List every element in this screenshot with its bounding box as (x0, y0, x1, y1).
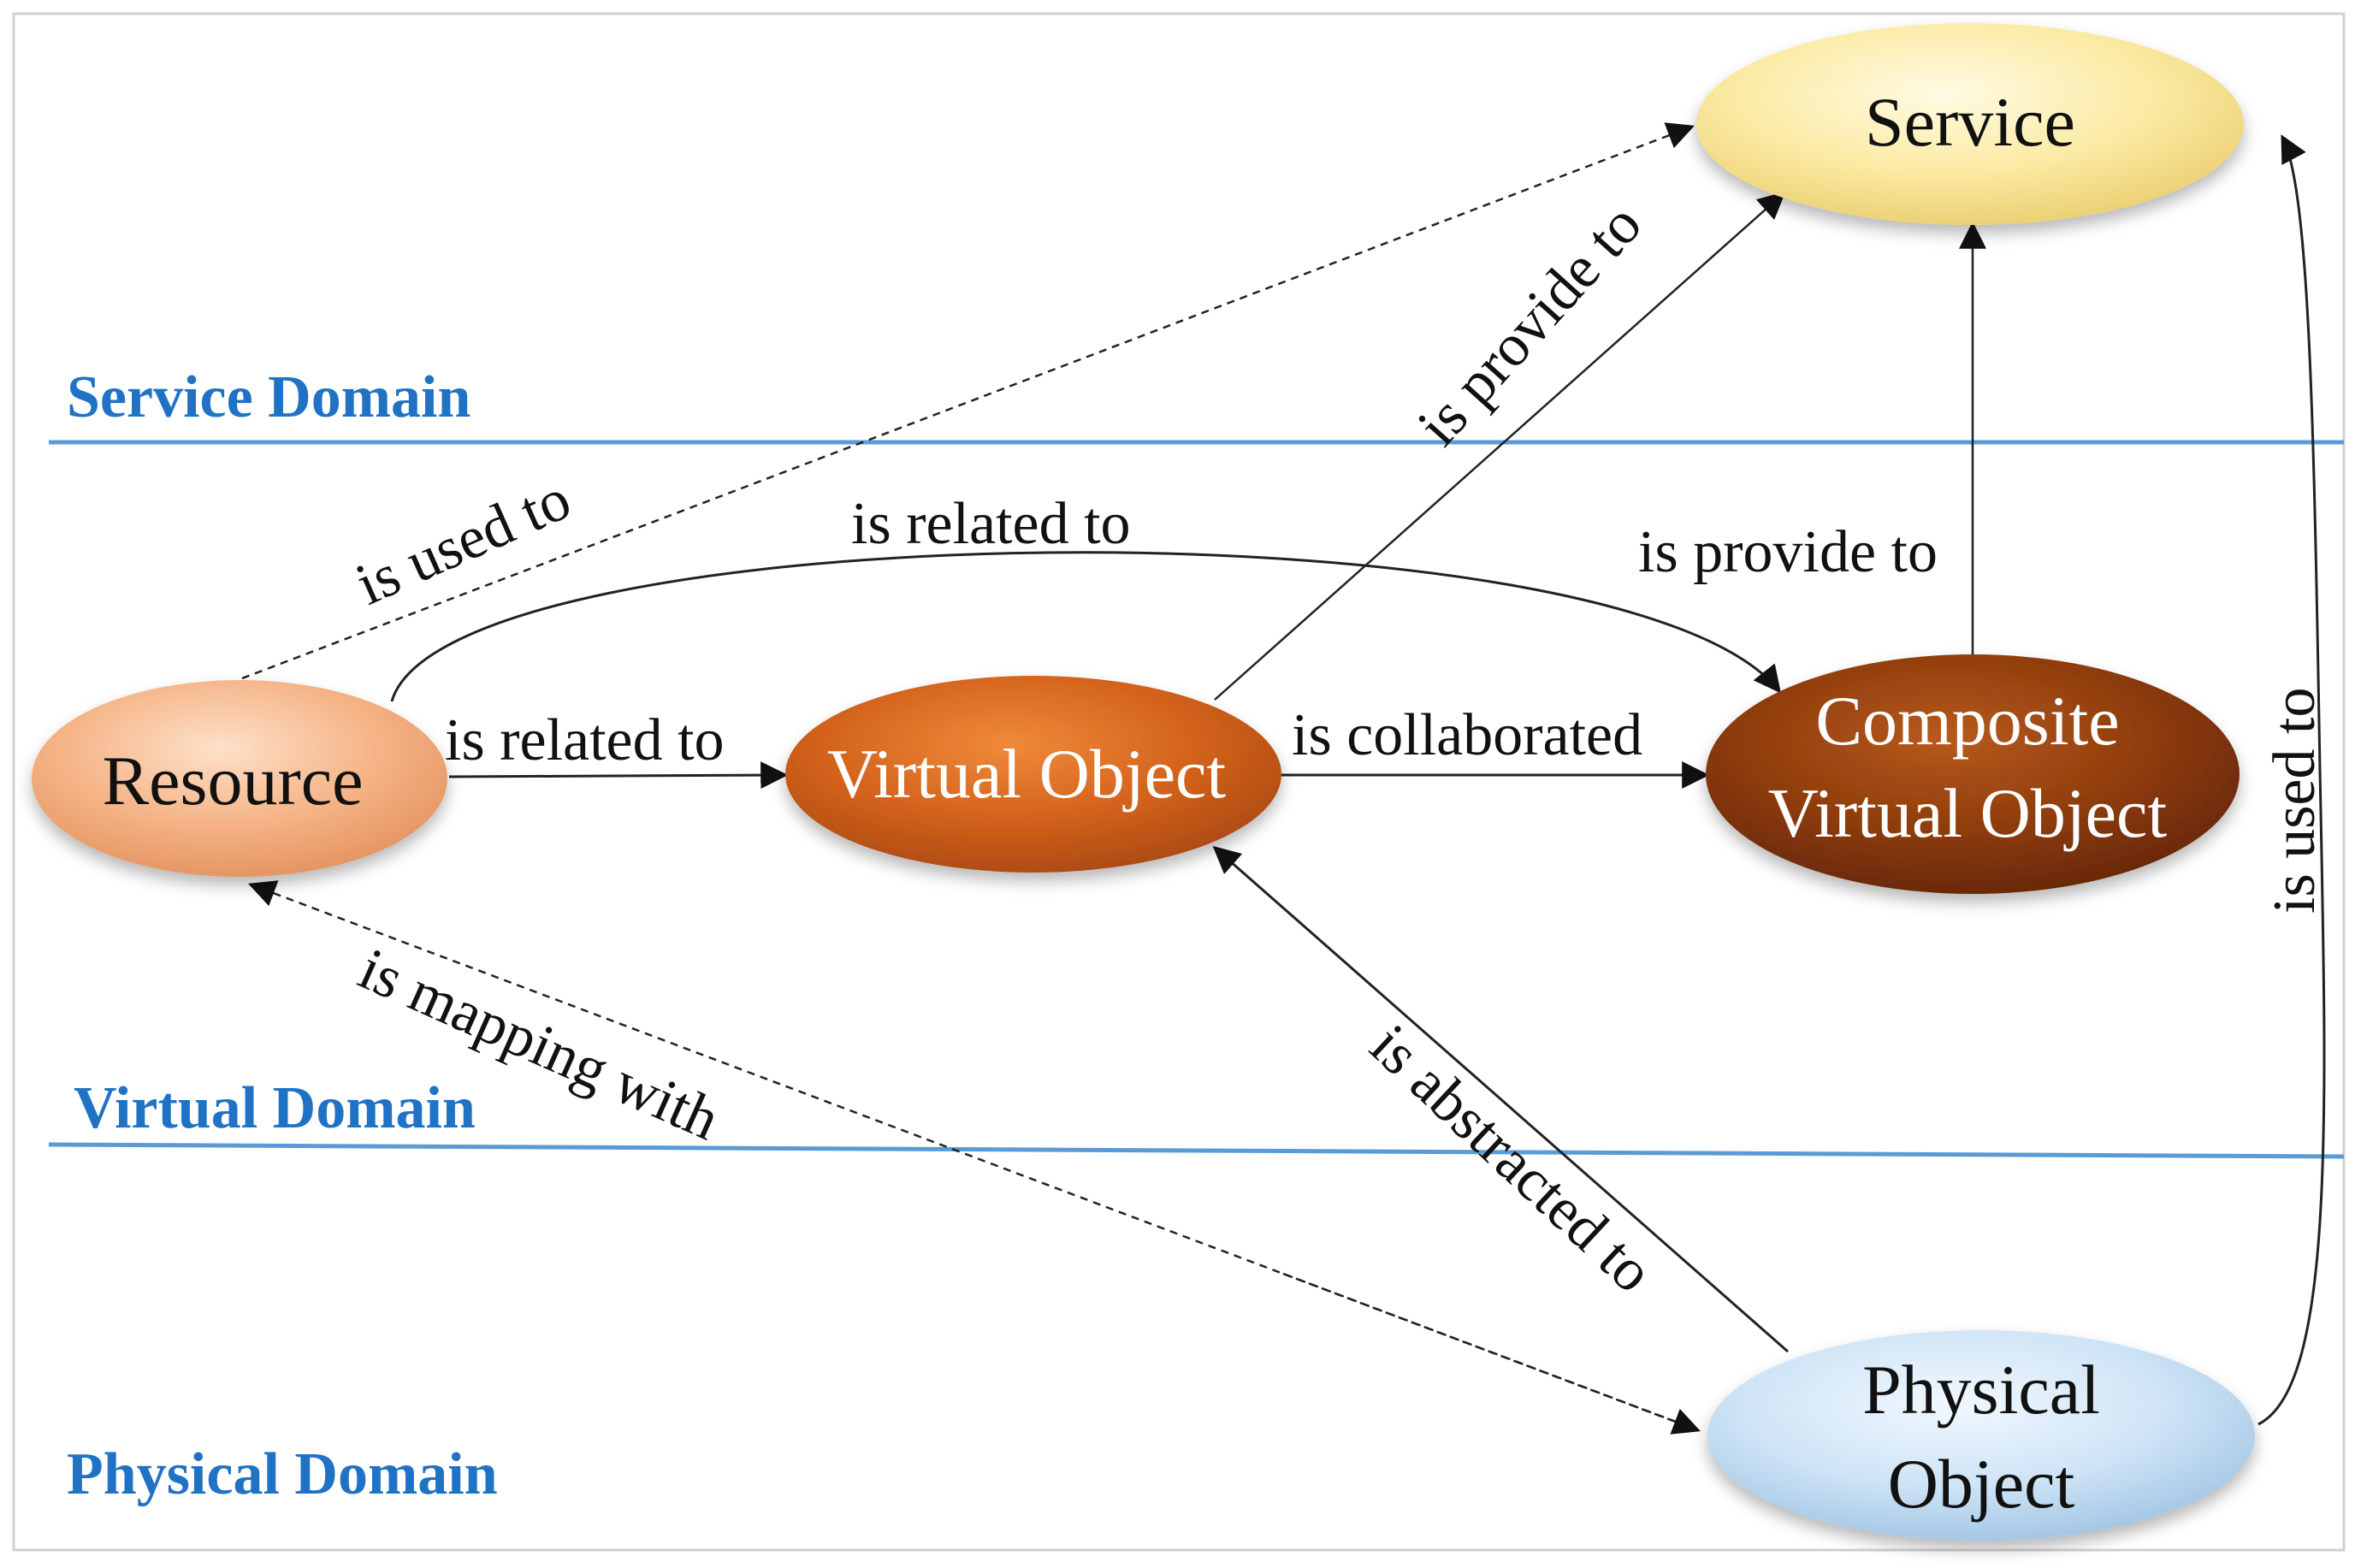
edge-physical-resource-head (1282, 1272, 1701, 1435)
physical-node-label-line2: Object (1888, 1445, 2075, 1523)
physical-node-label-line1: Physical (1862, 1351, 2100, 1429)
edge-resource-composite (390, 551, 1781, 702)
edge-resource-service (241, 122, 1695, 680)
service-domain-label: Service Domain (67, 364, 470, 430)
label-physical-service: is used to (2262, 688, 2328, 914)
edge-virtual-service (1214, 191, 1786, 701)
composite-node-label-line1: Composite (1815, 682, 2119, 760)
composite-node-label-line2: Virtual Object (1768, 774, 2168, 852)
label-virtual-composite: is collaborated (1292, 702, 1642, 768)
virtual-object-node: Virtual Object (785, 676, 1281, 873)
virtual-domain-line (48, 1142, 2345, 1159)
label-composite-service: is provide to (1638, 519, 1938, 585)
edge-resource-virtual (448, 761, 789, 790)
virtual-object-node-label: Virtual Object (827, 735, 1227, 813)
edge-physical-virtual (1212, 845, 1789, 1353)
physical-domain-label: Physical Domain (67, 1441, 498, 1507)
resource-node: Resource (32, 680, 447, 877)
service-node-label: Service (1865, 83, 2075, 161)
composite-virtual-object-node: Composite Virtual Object (1706, 654, 2240, 894)
resource-node-label: Resource (102, 742, 363, 820)
edge-physical-resource (248, 880, 1690, 1429)
service-node: Service (1696, 23, 2244, 225)
edge-physical-service (2257, 134, 2326, 1426)
label-resource-virtual: is related to (445, 707, 725, 773)
virtual-domain-label: Virtual Domain (74, 1075, 476, 1141)
physical-object-node: Physical Object (1707, 1330, 2255, 1541)
label-resource-composite: is related to (851, 491, 1131, 557)
